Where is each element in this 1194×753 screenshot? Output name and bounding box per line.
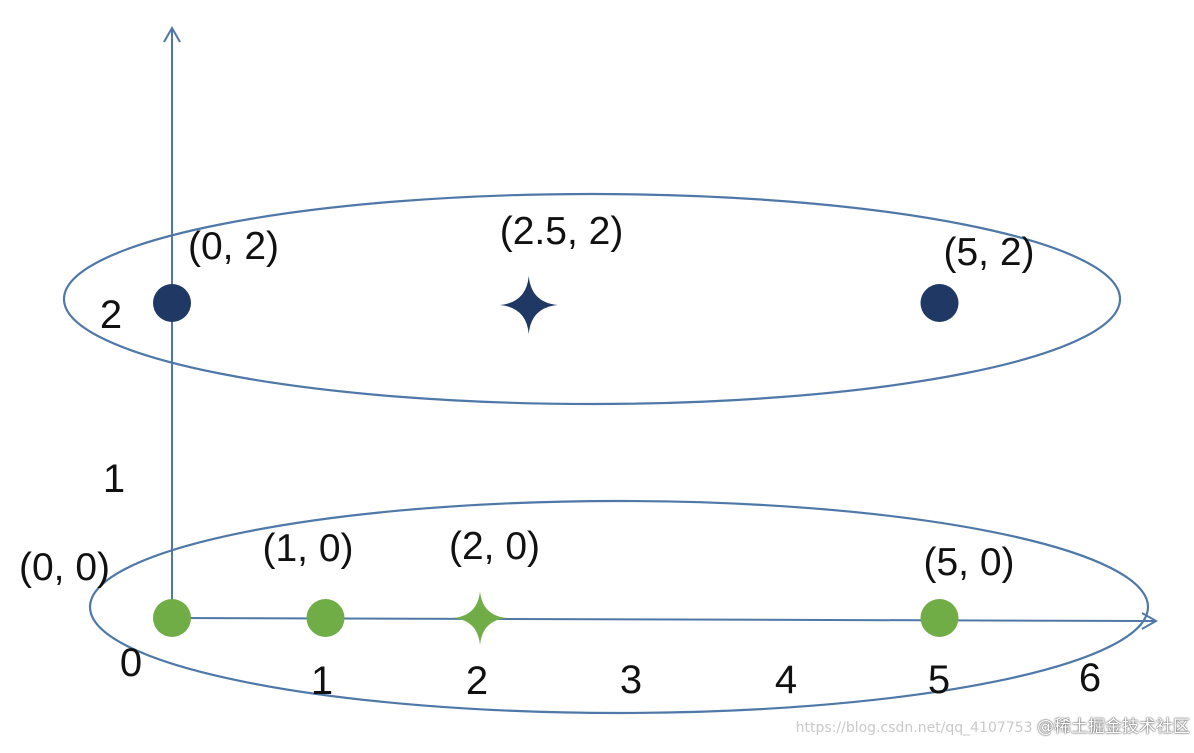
cluster-top-ellipse xyxy=(62,192,1122,406)
point-label-top-0: (0, 2) xyxy=(188,225,279,268)
watermark-url: https://blog.csdn.net/qq_4107753 xyxy=(795,720,1033,736)
x-tick-label: 3 xyxy=(620,658,642,702)
y-tick-label: 1 xyxy=(103,457,125,501)
point-label-bottom-1: (1, 0) xyxy=(263,527,354,570)
point-label-bottom-2: (5, 0) xyxy=(924,541,1015,584)
watermark: https://blog.csdn.net/qq_4107753 @稀土掘金技术… xyxy=(796,712,1190,737)
y-tick-label: 2 xyxy=(100,293,122,337)
data-point-bottom-1 xyxy=(306,599,345,637)
centroid-label-top: (2.5, 2) xyxy=(500,210,624,253)
x-tick-label: 6 xyxy=(1079,656,1101,700)
x-tick-label: 2 xyxy=(466,659,488,703)
x-tick-label: 4 xyxy=(775,658,797,702)
watermark-site: @稀土掘金技术社区 xyxy=(1037,717,1190,737)
x-tick-label: 0 xyxy=(120,641,142,685)
point-label-top-1: (5, 2) xyxy=(944,231,1035,274)
data-point-top-1 xyxy=(920,284,959,322)
data-point-bottom-2 xyxy=(920,599,959,637)
cluster-bottom-ellipse xyxy=(88,499,1150,715)
centroid-star-top xyxy=(499,276,558,334)
data-point-bottom-0 xyxy=(153,599,191,637)
centroid-star-bottom xyxy=(453,591,507,645)
centroid-label-bottom: (2, 0) xyxy=(449,525,540,568)
x-tick-label: 5 xyxy=(928,658,950,702)
data-point-top-0 xyxy=(153,284,191,322)
point-label-bottom-0: (0, 0) xyxy=(19,546,110,589)
x-tick-label: 1 xyxy=(311,659,333,703)
